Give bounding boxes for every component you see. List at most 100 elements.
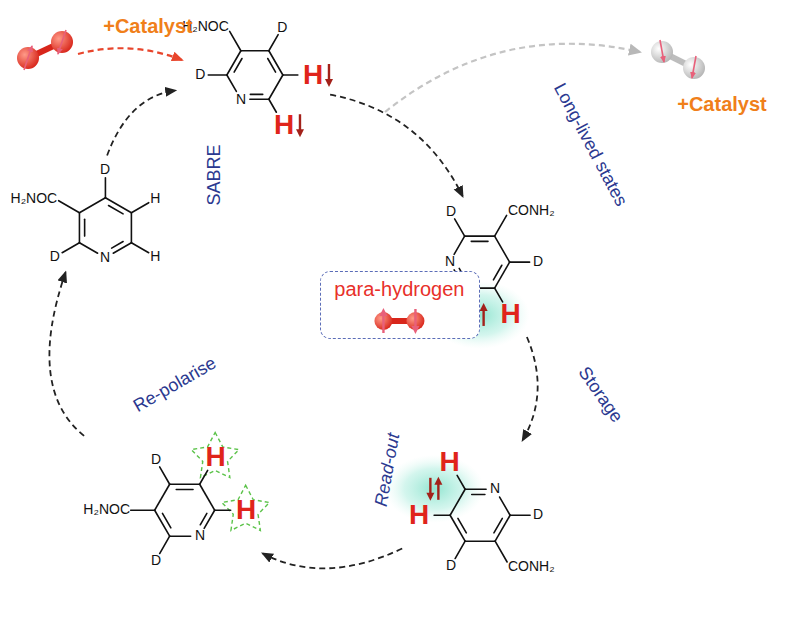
ring-bond	[241, 50, 269, 52]
substituent-bond	[455, 219, 465, 236]
substituent-bond	[510, 261, 530, 263]
step-label: Re-polarise	[130, 353, 220, 416]
molecule: CONH₂DDNHH	[405, 443, 559, 578]
ring-bond	[227, 75, 237, 91]
ring-bond	[499, 497, 510, 515]
double-bond	[472, 240, 489, 242]
atom-label: N	[236, 92, 246, 107]
atom-label: D	[195, 67, 205, 82]
atom-label: N	[100, 250, 110, 265]
atom-label: H	[150, 249, 160, 264]
cycle-arrow	[523, 337, 538, 440]
amide-label: CONH₂	[508, 203, 555, 218]
ring-bond	[79, 198, 105, 213]
ring-bond	[78, 213, 80, 243]
substituent-bond	[269, 35, 278, 51]
substituent-bond	[455, 541, 465, 558]
ring-bond	[170, 483, 200, 485]
substituent-bond	[131, 509, 155, 511]
amide-label: H₂NOC	[11, 191, 58, 206]
ring-bond	[465, 488, 486, 490]
atom-label: N	[445, 254, 455, 269]
center-box: para-hydrogen	[320, 271, 480, 339]
double-bond	[83, 220, 85, 237]
atom-label: H	[274, 110, 294, 141]
substituent-bond	[215, 509, 231, 511]
atom-label: D	[151, 452, 161, 467]
ring-bond	[200, 484, 215, 510]
substituent-bond	[131, 243, 148, 253]
atom-label: H	[236, 495, 256, 526]
catalyst-arrow	[78, 48, 182, 60]
atom-label: D	[100, 162, 110, 177]
atom-label: D	[533, 254, 543, 269]
ring-bond	[450, 489, 465, 515]
double-bond	[201, 513, 208, 524]
molecule-structure	[208, 31, 333, 137]
atom-label: H	[500, 299, 520, 330]
substituent-bond	[58, 201, 79, 213]
substituent-bond	[104, 178, 106, 198]
release-arrow	[385, 44, 640, 112]
spin-arrowhead	[411, 326, 419, 334]
atom-label: D	[50, 249, 60, 264]
center-label: para-hydrogen	[334, 278, 464, 300]
spin-arrowhead	[296, 129, 304, 137]
double-bond	[494, 265, 502, 280]
molecule-drawing	[7, 158, 165, 269]
ring-bond	[495, 236, 510, 262]
double-bond	[111, 242, 122, 249]
atom-label: D	[533, 507, 543, 522]
step-label: Long-lived states	[549, 80, 630, 209]
amide-label: CONH₂	[508, 559, 555, 574]
substituent-bond	[434, 514, 450, 516]
ring-bond	[465, 235, 495, 237]
ring-bond	[79, 243, 97, 254]
substituent-bond	[62, 243, 79, 253]
ring-bond	[113, 243, 131, 254]
step-label: Storage	[574, 364, 626, 427]
atom-label: H	[150, 191, 160, 206]
molecule-structure	[58, 178, 148, 254]
catalyst-label: +Catalyst	[677, 93, 767, 115]
ring-bond	[130, 213, 132, 243]
atom-label: D	[446, 558, 456, 573]
cycle-arrow	[330, 95, 463, 197]
atom-label: D	[151, 553, 161, 568]
substituent-bond	[200, 470, 208, 484]
atom-label: H	[205, 442, 225, 473]
spin-arrowhead	[379, 308, 387, 316]
substituent-bond	[160, 467, 170, 484]
substituent-bond	[230, 31, 241, 50]
double-bond	[177, 488, 194, 490]
double-bond	[458, 518, 466, 533]
ring-bond	[465, 540, 495, 542]
ring-bond	[170, 535, 191, 537]
double-bond	[163, 513, 171, 528]
ring-bond	[155, 484, 170, 510]
substituent-bond	[495, 215, 507, 236]
cycle-arrow	[107, 90, 175, 155]
atom-label: H	[303, 60, 323, 91]
signal-star	[222, 485, 270, 530]
step-label: SABRE	[205, 144, 225, 205]
double-bond	[234, 59, 242, 73]
double-bond	[251, 94, 263, 96]
spin-arrowhead	[325, 79, 333, 87]
molecule: H₂NOC D D N H H	[7, 158, 165, 269]
amide-label: H₂NOC	[83, 502, 130, 517]
spin-arrowhead	[434, 477, 442, 485]
double-bond	[268, 59, 276, 73]
double-bond	[494, 518, 502, 533]
atom-label: N	[490, 481, 500, 496]
ring-bond	[269, 75, 283, 99]
substituent-bond	[160, 536, 170, 553]
atom-label: D	[277, 20, 287, 35]
substituent-bond	[208, 74, 227, 76]
molecule: H₂NOCDDNHH	[79, 438, 260, 572]
ring-bond	[454, 236, 465, 254]
substituent-bond	[283, 74, 298, 76]
atom-label: H	[409, 500, 429, 531]
hydrogen-molecule	[651, 40, 705, 79]
